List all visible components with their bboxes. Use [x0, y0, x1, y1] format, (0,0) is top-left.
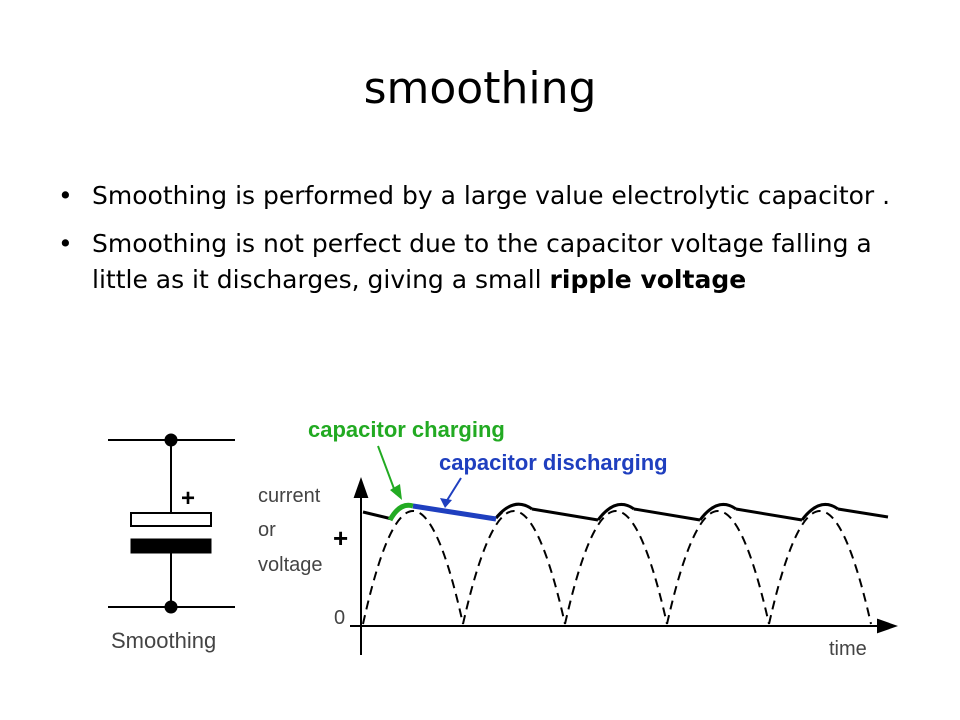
capacitor-label: Smoothing — [111, 628, 216, 653]
smoothed-output — [362, 502, 889, 522]
y-axis-arrow-icon — [353, 476, 369, 498]
y-axis-label-line2: or — [258, 519, 276, 541]
bullet-list: • Smoothing is performed by a large valu… — [58, 178, 918, 310]
x-axis-label: time — [829, 638, 867, 660]
bullet-item-2: • Smoothing is not perfect due to the ca… — [58, 226, 918, 298]
bullet-dot-icon: • — [58, 181, 73, 210]
bullet-text-1: Smoothing is performed by a large value … — [92, 181, 891, 210]
capacitor-plate-negative — [130, 538, 212, 554]
bullet-dot-icon: • — [58, 229, 73, 258]
rectified-hump-1 — [362, 510, 464, 625]
charging-arrow-head-icon — [390, 484, 402, 500]
discharging-arrow — [445, 477, 462, 503]
rectified-hump-4 — [666, 510, 770, 625]
x-axis-arrow-icon — [877, 618, 899, 634]
discharge-segment-3 — [633, 507, 701, 522]
charge-peak-3 — [596, 502, 635, 521]
graph-axes — [350, 476, 899, 655]
charge-peak-2 — [494, 502, 533, 519]
rectified-hump-3 — [564, 510, 668, 625]
y-axis-label-line1: current — [258, 485, 321, 507]
rectified-hump-5 — [768, 510, 872, 625]
capacitor-plus-sign: + — [181, 485, 195, 512]
axis-plus-sign: + — [333, 523, 348, 553]
bullet-item-1: • Smoothing is performed by a large valu… — [58, 178, 918, 214]
rectified-waveform — [362, 510, 872, 625]
axis-zero-label: 0 — [334, 607, 345, 629]
y-axis-label-line3: voltage — [258, 554, 323, 576]
charging-segment — [387, 502, 414, 522]
discharging-arrow-head-icon — [440, 498, 452, 508]
slide-title: smoothing — [363, 63, 597, 114]
annotation-charging: capacitor charging — [308, 417, 505, 442]
capacitor-plate-positive — [130, 512, 212, 527]
charge-peak-4 — [698, 502, 737, 521]
charge-peak-5 — [800, 502, 839, 521]
discharge-segment-2 — [531, 507, 599, 522]
initial-level — [362, 510, 393, 521]
discharge-segment-5 — [837, 507, 889, 519]
annotation-discharging: capacitor discharging — [439, 450, 668, 475]
discharge-segment-4 — [735, 507, 803, 522]
rectified-hump-2 — [462, 510, 566, 625]
bullet-bold-term: ripple voltage — [549, 265, 747, 294]
charging-arrow — [377, 445, 397, 495]
discharging-segment — [412, 503, 497, 522]
capacitor-symbol — [108, 433, 235, 614]
bullet-text-2: Smoothing is not perfect due to the capa… — [92, 229, 872, 294]
